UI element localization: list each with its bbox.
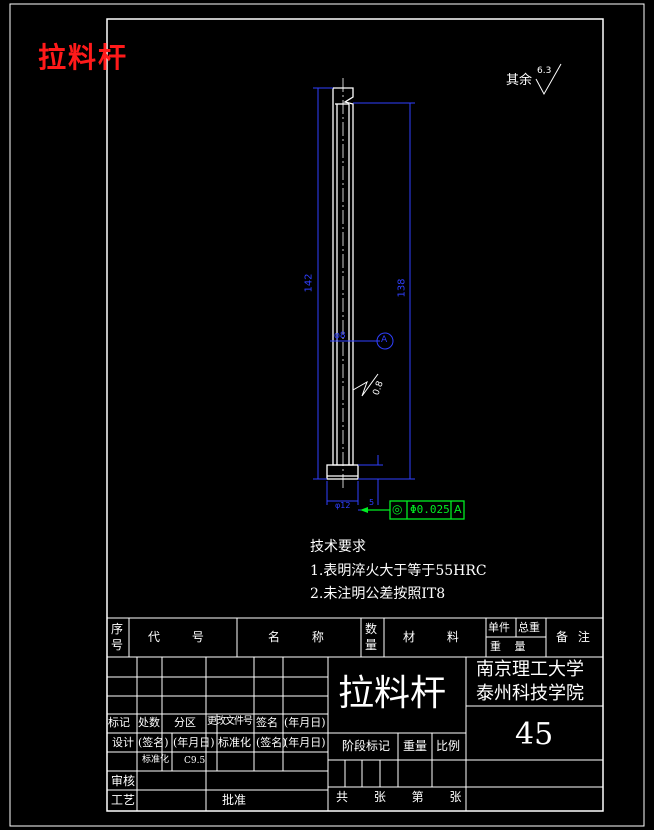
tb-part-name: 拉料杆: [338, 673, 447, 714]
inner-border: [106, 18, 604, 812]
tb-design: 设计: [112, 736, 134, 749]
drawing-corner-title: 拉料杆: [38, 41, 129, 74]
tb-std-date: (年月日): [284, 736, 326, 749]
bom-remark: 备 注: [556, 630, 590, 644]
tb-stage-label: 阶段标记: [342, 739, 391, 753]
tb-approve-label: 批准: [222, 793, 247, 807]
dim-head-dia: φ12: [335, 501, 351, 510]
bom-total-weight: 总重: [518, 621, 540, 634]
dim-overall-length: 142: [303, 273, 315, 293]
tb-design-date: (年月日): [173, 736, 215, 749]
tb-scale-label: 比例: [436, 739, 461, 753]
tb-std-sign: (签名): [256, 736, 287, 749]
tolerance-symbol: ◎: [392, 502, 403, 516]
outer-border: [9, 3, 645, 827]
tb-rev-zone: 分区: [174, 716, 196, 729]
tb-standardization: 标准化: [218, 736, 251, 749]
tb-school-line1: 南京理工大学: [476, 659, 584, 680]
tolerance-datum: A: [454, 503, 462, 516]
dimension-lines: [313, 87, 415, 511]
tolerance-value: Φ0.025: [410, 503, 450, 516]
tech-req-title: 技术要求: [310, 539, 366, 555]
roughness-symbol: [535, 63, 562, 96]
tb-rev-mark: 标记: [108, 716, 130, 729]
dim-length-138: 138: [396, 278, 408, 298]
tb-standard-value: C9.5: [184, 756, 206, 766]
bom-seq: 序号: [111, 622, 124, 652]
dim-head-height: 5: [369, 498, 375, 507]
tb-review-label: 审核: [111, 774, 136, 788]
tb-rev-sign: 签名: [256, 716, 278, 729]
title-block-grid: [107, 657, 603, 811]
tb-rev-count: 处数: [138, 716, 160, 729]
bom-code: 代 号: [148, 630, 204, 644]
pull-rod-part: [326, 87, 359, 480]
datum-label: A: [381, 335, 388, 345]
tech-req-item-1: 1.表明淬火大于等于55HRC: [310, 563, 487, 579]
bom-qty: 数量: [365, 622, 378, 652]
bom-unit-weight: 单件: [488, 621, 510, 634]
tb-weight-label: 重量: [403, 739, 428, 753]
bom-material: 材 料: [403, 630, 459, 644]
tb-school-line2: 泰州科技学院: [476, 683, 584, 704]
roughness-mark-0-8: [352, 373, 379, 397]
tech-req-item-2: 2.未注明公差按照IT8: [310, 586, 446, 602]
roughness-prefix: 其余: [506, 73, 533, 88]
tb-material: 45: [515, 717, 554, 752]
tb-rev-date: (年月日): [284, 716, 326, 729]
roughness-value: 6.3: [537, 66, 552, 76]
tb-rev-doc: 更改文件号: [207, 716, 253, 727]
tb-design-sign: (签名): [138, 736, 169, 749]
bom-name: 名 称: [268, 630, 324, 644]
tb-sheets-label: 共 张 第 张: [336, 790, 462, 804]
tolerance-arrow: [360, 507, 368, 513]
bom-grid: [107, 617, 603, 658]
dim-shaft-dia: φ8: [334, 331, 346, 341]
tb-standard-label: 标准化: [142, 755, 170, 765]
tolerance-frame: [364, 500, 465, 520]
tb-process-label: 工艺: [111, 793, 136, 807]
bom-weight: 重 量: [490, 640, 526, 653]
